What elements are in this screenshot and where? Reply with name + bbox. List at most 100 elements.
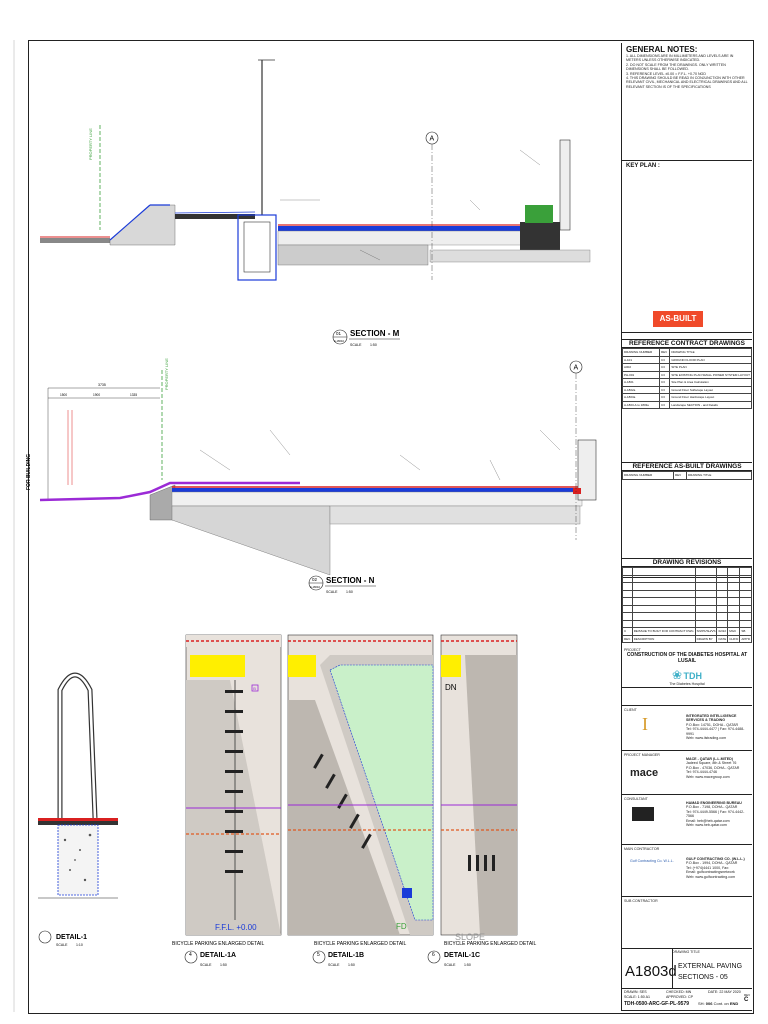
cont-value: END [729, 1001, 739, 1006]
table-cell: GROUND FLOOR PLAN [669, 355, 752, 364]
table-cell: A-1801 [621, 378, 661, 387]
section-m-title: SECTION - M [350, 329, 400, 338]
table-row [622, 589, 753, 598]
section-n-ref: A-1803d [310, 585, 320, 589]
col-header: DESCRIPTION [631, 634, 696, 643]
ffl-label: F.F.L. +0.00 [215, 923, 257, 932]
pm-details: MACE - QATAR (L.L.MITED) Jadeed Square, … [686, 757, 750, 779]
table-cell: Ground Floor Hardscape Layout [669, 393, 752, 402]
detail-1c-no: 6 [432, 952, 435, 958]
approved-label: APPROVED: [666, 995, 687, 999]
detail-1a-scale: SCALE [200, 963, 212, 967]
client-web: Web: www.iistrading.com [686, 736, 727, 741]
table-cell: MGK [727, 627, 741, 636]
consultant-panel: CONSULTANT HAMAD ENGINEERING BUREAU P.O.… [622, 795, 752, 845]
table-cell: A-1802a [621, 385, 661, 394]
client-name: INTEGRATED INTELLIGENCE SERVICES & TRADI… [686, 714, 737, 723]
detail-1c-title-top: BICYCLE PARKING ENLARGED DETAIL [444, 941, 537, 947]
checked-label: CHECKED: [666, 990, 685, 994]
iis-logo-icon: I [642, 714, 648, 734]
col-header: REV [673, 471, 687, 480]
drawing-title-2: SECTIONS - 05 [678, 974, 728, 981]
drawing-number: A1803d [625, 963, 677, 980]
tdh-logo-text: TDH [683, 671, 702, 682]
pm-label: PROJECT MANAGER [624, 753, 660, 757]
table-cell: C3 [659, 370, 671, 379]
detail-1c-scale-val: 1:50 [464, 963, 471, 967]
pm-tel: Tel: 974-4444-4746 [686, 770, 717, 775]
dim-b: 1900 [93, 393, 100, 397]
pm-name: MACE - QATAR (L.L.MITED) [686, 757, 733, 761]
general-notes-panel: GENERAL NOTES: 1. ALL DIMENSIONS ARE IN … [622, 43, 752, 161]
approved-value: CP [687, 995, 693, 999]
consultant-label: CONSULTANT [624, 797, 648, 801]
table-cell: SB [739, 627, 753, 636]
section-n-title: SECTION - N [326, 576, 375, 585]
project-name: CONSTRUCTION OF THE DIABETES HOSPITAL AT… [626, 652, 748, 665]
contractor-label: MAIN CONTRACTOR [624, 847, 660, 851]
rev-value: C [744, 997, 749, 1003]
table-cell: A-101 [621, 355, 661, 364]
table-row [622, 619, 753, 628]
pm-panel: PROJECT MANAGER mace MACE - QATAR (L.L.M… [622, 751, 752, 795]
detail-1b-scale: SCALE [328, 963, 340, 967]
pm-web: Web: www.macegroup.com [686, 774, 730, 779]
scale-label: SCALE: [624, 995, 637, 999]
section-m-number: 01 [336, 331, 342, 336]
contractor-web: Web: www.gulfcontracting.com [686, 874, 736, 879]
general-note-1: 1. ALL DIMENSIONS ARE IN MILLIMETERS AND… [626, 54, 734, 63]
project-panel: PROJECT CONSTRUCTION OF THE DIABETES HOS… [622, 646, 752, 706]
property-line-label-2: PROPERTY LINE [164, 358, 169, 390]
tdh-logo-sub: The Diabetes Hospital [669, 682, 705, 687]
section-m-scale: SCALE [350, 343, 362, 347]
reference-asbuilt-title: REFERENCE AS-BUILT DRAWINGS [622, 463, 752, 471]
contractor-addr: P.O.Box - 1994, DOHA - QATAR [686, 861, 738, 866]
contractor-details: GULF CONTRACTING CO. (W.L.L.) P.O.Box - … [686, 857, 750, 879]
title-block: GENERAL NOTES: 1. ALL DIMENSIONS ARE IN … [621, 43, 753, 1011]
client-addr: P.O.Box: 14751, DOHA - QATAR [686, 722, 739, 727]
revisions-table: C REISSUE TO BUILT FOR CONTRACT DWG SN/P… [622, 567, 753, 643]
subcontractor-label: SUB CONTRACTOR [624, 899, 658, 903]
table-row [622, 612, 753, 621]
general-note-4: 4. THIS DRAWING SHOULD BE READ IN CONJUN… [626, 76, 748, 89]
consultant-details: HAMAD ENGINEERING BUREAU P.O.Box - 7198,… [686, 801, 750, 827]
sheet-number: TDH-0500-ARC-GF-PL-9579 [624, 1001, 690, 1007]
table-row [622, 604, 753, 613]
table-cell: A002 [621, 363, 661, 372]
drawing-canvas: PROPERTY LINE A [13, 40, 597, 1012]
fd-label: FD [396, 922, 407, 931]
detail-1c-title: DETAIL-1C [444, 952, 480, 959]
detail-1-drawing: DETAIL-1 SCALE 1:10 [38, 672, 118, 947]
contractor-email: Email: gulfcontractingsnetwork [686, 870, 735, 875]
section-n-scale: SCALE [326, 590, 338, 594]
detail-1-scale-val: 1:10 [76, 943, 83, 947]
table-cell: PH-001 [621, 370, 661, 379]
table-row [622, 567, 753, 576]
consultant-addr: P.O.Box - 7198, DOHA - QATAR [686, 805, 738, 810]
slope-label: SLOPE [455, 932, 485, 942]
table-cell: Site Plan & Area Calculation [669, 378, 752, 387]
detail-1b-title: DETAIL-1B [328, 952, 364, 959]
table-row: C REISSUE TO BUILT FOR CONTRACT DWG SN/P… [622, 627, 753, 636]
pm-addr1: Jadeed Square, 8th & Street 76 [686, 761, 737, 766]
detail-1a-title-top: BICYCLE PARKING ENLARGED DETAIL [172, 941, 265, 947]
section-m-scale-val: 1:50 [370, 343, 377, 347]
table-row [622, 597, 753, 606]
table-cell: C3 [659, 378, 671, 387]
col-header: REV. [622, 634, 633, 643]
col-header: DATE [716, 634, 729, 643]
detail-1b-title-top: BICYCLE PARKING ENLARGED DETAIL [314, 941, 407, 947]
drawn-label: DRAWN: [624, 990, 639, 994]
col-header: REV [659, 348, 671, 357]
tdh-logo: ❀ TDH The Diabetes Hospital [624, 668, 750, 686]
detail-1b-scale-val: 1:50 [348, 963, 355, 967]
table-row [622, 574, 753, 583]
consultant-logo-icon [632, 807, 654, 821]
detail-1a-scale-val: 1:50 [220, 963, 227, 967]
